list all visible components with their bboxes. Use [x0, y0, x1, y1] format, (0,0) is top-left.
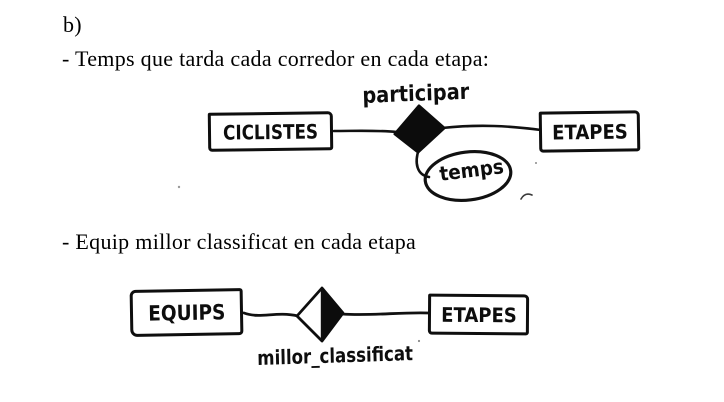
entity-label-equips: EQUIPS	[147, 299, 226, 326]
entity-label-etapes-1: ETAPES	[551, 118, 628, 145]
connector-ciclistes-participar	[332, 129, 399, 134]
entity-label-etapes-2: ETAPES	[440, 302, 517, 327]
entity-box-ciclistes: CICLISTES	[207, 111, 334, 152]
statement-equip: - Equip millor classificat en cada etapa	[62, 229, 417, 254]
relationship-label-millor-classificat: millor_classificat	[257, 341, 414, 370]
stray-speck	[535, 162, 537, 164]
entity-box-equips: EQUIPS	[129, 288, 244, 337]
stray-mark	[520, 193, 533, 200]
stray-dot	[177, 185, 181, 189]
relationship-diamond-participar	[393, 104, 446, 154]
connector-participar-etapes	[440, 124, 543, 132]
connector-equips-millor	[242, 311, 300, 318]
stray-speck-2	[417, 339, 421, 343]
relationship-label-participar: participar	[362, 79, 470, 109]
attribute-ellipse-temps	[423, 150, 513, 202]
relationship-diamond-millor-filled-half	[321, 287, 344, 342]
entity-label-ciclistes: CICLISTES	[222, 118, 319, 145]
entity-box-etapes-2: ETAPES	[427, 293, 530, 336]
entity-box-etapes-1: ETAPES	[538, 110, 641, 153]
statement-temps: - Temps que tarda cada corredor en cada …	[62, 46, 490, 71]
section-label: b)	[63, 12, 82, 37]
connector-millor-etapes	[340, 311, 431, 316]
